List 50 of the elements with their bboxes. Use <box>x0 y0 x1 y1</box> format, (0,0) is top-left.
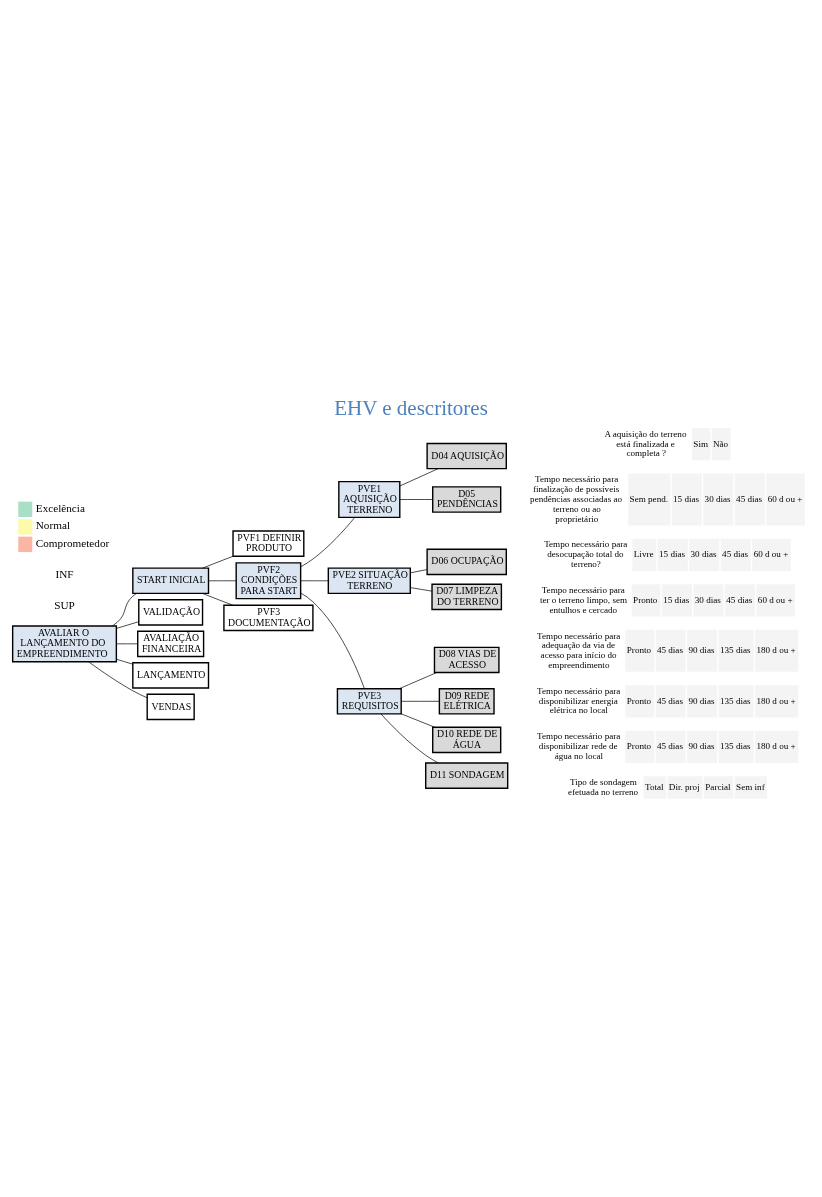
node-label: Dir. proj <box>668 781 700 792</box>
node-label: Tipo de sondagem efetuada no terreno <box>567 776 639 797</box>
node-label: 45 dias <box>736 493 763 504</box>
node-label: Pronto <box>626 695 652 706</box>
node-label: Tempo necessário para disponibilizar energia elétrica no local <box>537 685 621 715</box>
node-label: 45 dias <box>656 740 683 751</box>
node-label: 15 dias <box>673 493 700 504</box>
node-label: 15 dias <box>663 594 690 605</box>
node-label: Parcial <box>705 781 731 792</box>
node-label: 135 dias <box>720 644 751 655</box>
node-label: 30 dias <box>704 493 731 504</box>
node-label: 45 dias <box>726 594 753 605</box>
node-label: 135 dias <box>720 695 751 706</box>
node-label: Total <box>645 781 664 792</box>
node-label: 45 dias <box>656 644 683 655</box>
node-label: 180 d ou + <box>756 644 796 655</box>
node-label: Tempo necessário para disponibilizar rede de água no local <box>537 730 621 761</box>
node-label: Pronto <box>626 644 652 655</box>
node-label: 90 dias <box>688 695 715 706</box>
node-label: Pronto <box>626 740 652 751</box>
legend-label: Normal <box>35 518 71 531</box>
node-label: Tempo necessário para finalização de possíveis pendências associadas ao terreno ou ao proprietário <box>530 473 623 523</box>
node-label: 60 d ou + <box>757 594 793 605</box>
node-label: Sim <box>693 438 709 449</box>
node-label: Não <box>712 438 729 449</box>
node-label: 135 dias <box>720 740 751 751</box>
node-label: 30 dias <box>694 594 721 605</box>
node-label: 15 dias <box>659 548 686 559</box>
node-label: 180 d ou + <box>756 740 796 751</box>
node-label: Tempo necessário para adequação da via de acesso para início do empreendimento <box>537 630 621 670</box>
node-label: Tempo necessário para desocupação total do terreno? <box>544 538 628 569</box>
node-label: 45 dias <box>656 695 683 706</box>
node-label: 45 dias <box>722 548 749 559</box>
node-label: A aquisição do terreno está finalizada e completa ? <box>604 428 687 458</box>
node-label: 60 d ou + <box>753 548 789 559</box>
node-label: Sem inf <box>736 781 765 792</box>
node-label: Sem pend. <box>629 493 669 504</box>
node-label: 180 d ou + <box>756 695 796 706</box>
legend-label: Excelência <box>35 501 85 514</box>
legend-label: Comprometedor <box>35 536 110 549</box>
label: SUP <box>54 598 75 611</box>
node-label: Livre <box>633 548 654 559</box>
diagram-title: EHV e descritores <box>334 395 488 420</box>
node-label: 60 d ou + <box>767 493 803 504</box>
node-label: 90 dias <box>688 740 715 751</box>
node-label: Pronto <box>633 594 658 605</box>
node-label: 30 dias <box>690 548 717 559</box>
label: INF <box>55 567 74 580</box>
node-label: 90 dias <box>688 644 715 655</box>
node-label: Tempo necessário para ter o terreno limpo, sem entulhos e cercado <box>539 584 628 615</box>
